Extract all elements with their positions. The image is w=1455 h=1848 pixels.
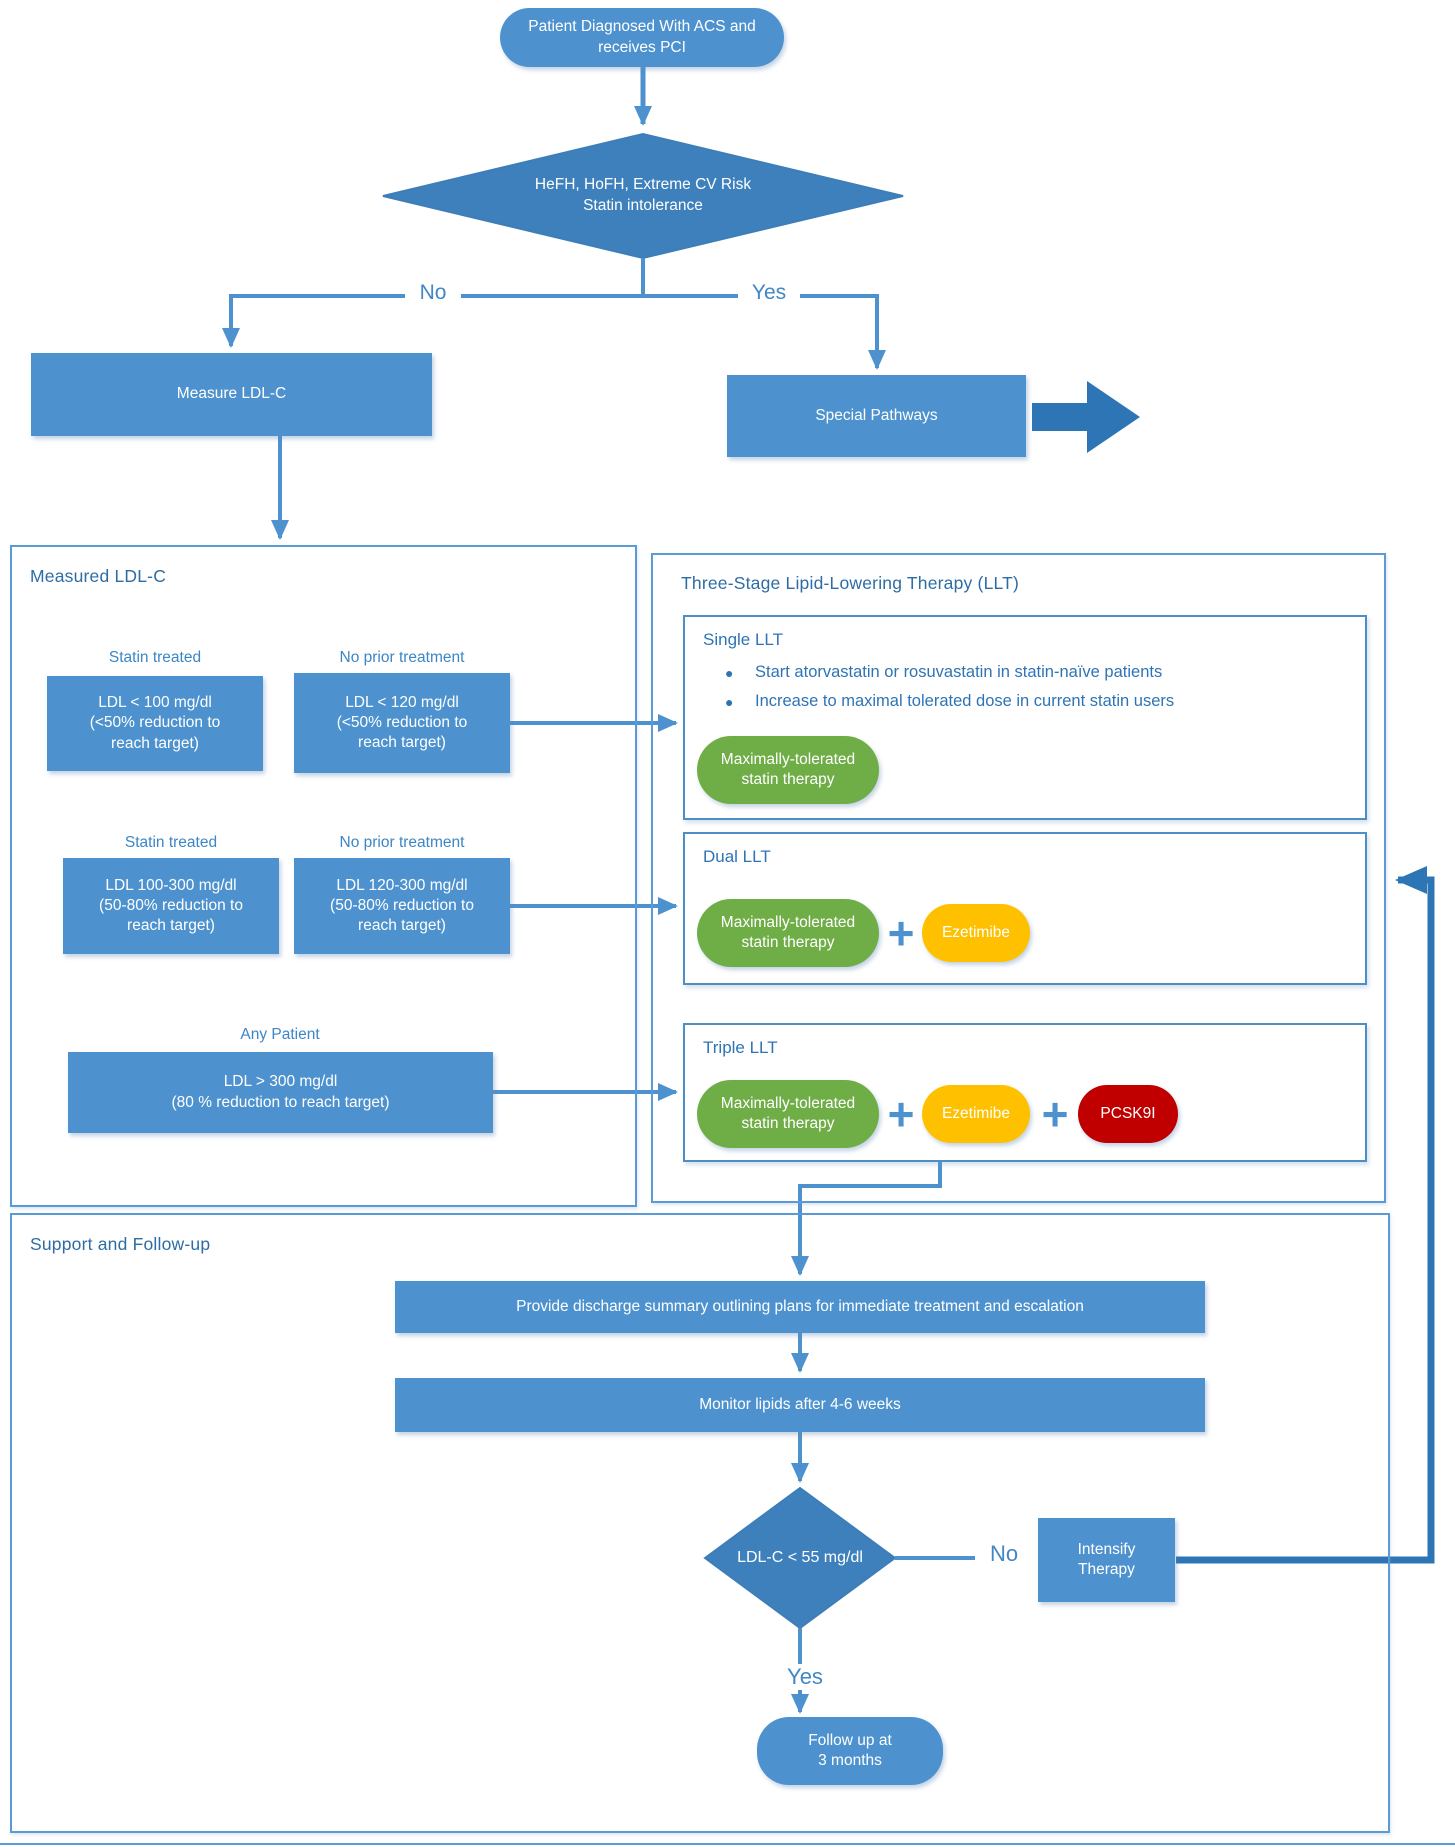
- start-node: Patient Diagnosed With ACS and receives …: [500, 8, 784, 67]
- row2-ldl-100-300-box: LDL 100-300 mg/dl (50-80% reduction to r…: [63, 858, 279, 954]
- measure-ldl-node: Measure LDL-C: [31, 353, 432, 436]
- bullet-icon: ●: [725, 665, 734, 681]
- single-llt-bullet-2: ● Increase to maximal tolerated dose in …: [723, 692, 1343, 712]
- measured-ldl-panel: [10, 545, 637, 1207]
- triple-ezetimibe-pill: Ezetimibe: [922, 1085, 1030, 1143]
- row1-ldl-under-120-box: LDL < 120 mg/dl (<50% reduction to reach…: [294, 673, 510, 773]
- single-statin-pill: Maximally-tolerated statin therapy: [697, 736, 879, 804]
- plus-icon: +: [1041, 1088, 1069, 1140]
- start-node-label: Patient Diagnosed With ACS and receives …: [528, 18, 756, 56]
- row3-ldl-over-300-box: LDL > 300 mg/dl (80 % reduction to reach…: [68, 1052, 493, 1133]
- dual-ezetimibe-pill: Ezetimibe: [922, 904, 1030, 962]
- measured-ldl-panel-title: Measured LDL-C: [30, 566, 167, 586]
- plus-icon: +: [887, 1088, 915, 1140]
- risk-decision-label: HeFH, HoFH, Extreme CV Risk Statin intol…: [534, 176, 752, 214]
- special-pathways-node: Special Pathways: [727, 375, 1026, 457]
- followup-no-label: No: [975, 1541, 1033, 1567]
- support-panel: [10, 1213, 1390, 1833]
- branch-no-label: No: [405, 281, 461, 305]
- single-llt-title: Single LLT: [703, 630, 784, 649]
- dual-llt-title: Dual LLT: [703, 847, 771, 866]
- triple-llt-title: Triple LLT: [703, 1038, 778, 1057]
- row1-no-prior-treatment-header: No prior treatment: [339, 649, 465, 666]
- triple-statin-pill: Maximally-tolerated statin therapy: [697, 1080, 879, 1148]
- followup-yes-label: Yes: [772, 1664, 838, 1690]
- connector-triple-to-discharge: [791, 1162, 942, 1276]
- llt-panel: [651, 553, 1386, 1203]
- discharge-summary-node: Provide discharge summary outlining plan…: [395, 1281, 1205, 1333]
- single-llt-bullet-1: ● Start atorvastatin or rosuvastatin in …: [723, 663, 1343, 683]
- followup-3-months-node: Follow up at 3 months: [757, 1717, 943, 1785]
- plus-icon: +: [887, 907, 915, 959]
- support-panel-title: Support and Follow-up: [30, 1234, 211, 1254]
- row1-statin-treated-header: Statin treated: [108, 649, 202, 666]
- monitor-lipids-node: Monitor lipids after 4-6 weeks: [395, 1378, 1205, 1432]
- special-pathways-exit-arrow: [1032, 381, 1140, 453]
- row2-statin-treated-header: Statin treated: [124, 834, 218, 851]
- bottom-divider: [0, 1843, 1455, 1845]
- row2-ldl-120-300-box: LDL 120-300 mg/dl (50-80% reduction to r…: [294, 858, 510, 954]
- risk-decision-diamond: [382, 132, 904, 260]
- row3-any-patient-header: Any Patient: [240, 1026, 320, 1043]
- row1-ldl-under-100-box: LDL < 100 mg/dl (<50% reduction to reach…: [47, 676, 263, 771]
- connector-intensify-feedback: [1176, 866, 1435, 1564]
- ldl-target-label: LDL-C < 55 mg/dl: [737, 1549, 863, 1567]
- llt-panel-title: Three-Stage Lipid-Lowering Therapy (LLT): [681, 573, 1020, 593]
- dual-statin-pill: Maximally-tolerated statin therapy: [697, 899, 879, 967]
- bullet-icon: ●: [725, 694, 734, 710]
- row2-no-prior-treatment-header: No prior treatment: [339, 834, 465, 851]
- triple-pcsk9i-pill: PCSK9I: [1078, 1085, 1178, 1143]
- intensify-therapy-node: Intensify Therapy: [1038, 1518, 1175, 1602]
- branch-yes-label: Yes: [738, 281, 800, 305]
